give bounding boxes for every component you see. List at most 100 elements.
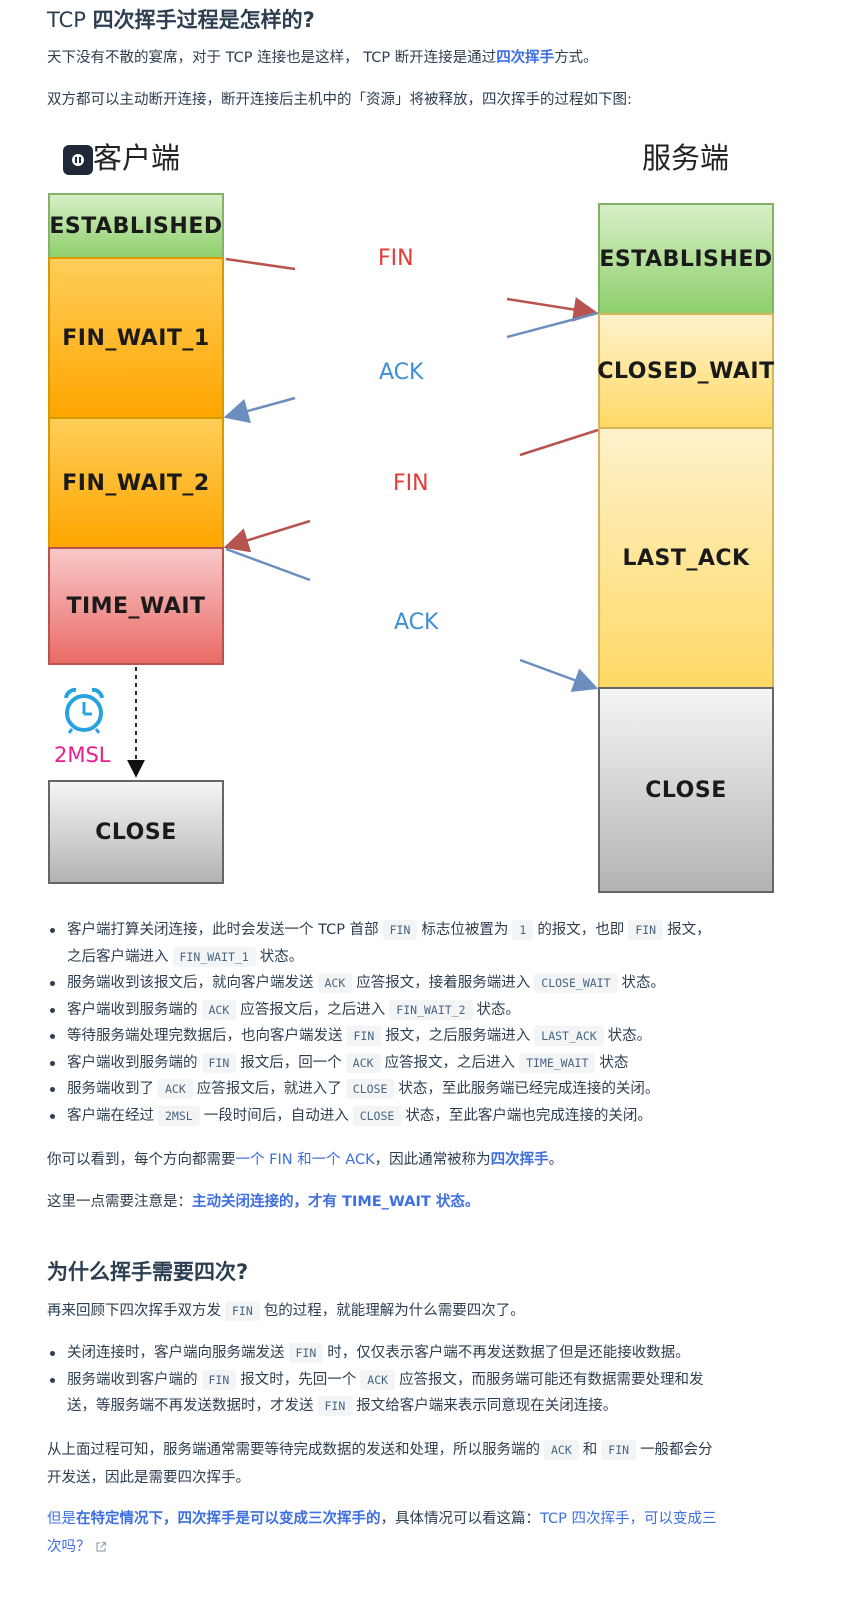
inline-code: TIME_WAIT [519,1052,596,1073]
inline-code: FIN [201,1052,237,1073]
server-state-established: ESTABLISHED [598,203,774,315]
summary-highlight: 四次挥手 [490,1152,549,1168]
reason-text: 报文给客户端来表示同意现在关闭连接。 [356,1398,618,1414]
four-way-handshake-diagram: 客户端 服务端 ESTABLISHED FIN_WAIT_1 FIN_WAIT_… [0,125,856,900]
inline-code: FIN [346,1026,382,1046]
ack-arrow-1-tail [506,311,599,339]
inline-code: FIN [382,920,418,940]
inline-code: CLOSE [345,1079,395,1099]
summary-paragraph-2: 这里一点需要注意是：主动关闭连接的，才有 TIME_WAIT 状态。 [47,1189,479,1215]
inline-code: 1 [512,920,534,940]
step-text: 之后客户端进入 [67,948,169,965]
para-text: 开发送，因此是需要四次挥手。 [47,1470,250,1486]
inline-code: FIN [288,1343,324,1363]
ack-arrow-1-head [223,396,296,424]
para-text: 包的过程，就能理解为什么需要四次了。 [263,1303,525,1319]
fin-arrow-1-tail [225,257,296,271]
inline-code: CLOSE_WAIT [534,973,618,993]
message-arrows [127,257,599,778]
para-text: 从上面过程可知，服务端通常需要等待完成数据的发送和处理，所以服务端的 [47,1442,540,1458]
fin-arrow-2-tail [519,428,599,457]
inline-code: ACK [345,1052,381,1073]
step-text: 客户端打算关闭连接，此时会发送一个 TCP 首部 [67,922,379,938]
message-label-fin-1: FIN [378,246,414,271]
timer-label: 2MSL [54,743,111,767]
summary-text: 这里一点需要注意是： [47,1194,192,1210]
summary-text: ，因此通常被称为 [374,1152,491,1168]
client-state-close: CLOSE [48,780,224,884]
message-label-ack-2: ACK [394,610,439,635]
reason-text: 送，等服务端不再发送数据时，才发送 [67,1398,314,1414]
reason-text: 应答报文，而服务端可能还有数据需要处理和发 [399,1371,704,1388]
inline-code: ACK [360,1369,396,1390]
step-text: 服务端收到该报文后，就向客户端发送 [67,975,314,991]
intro-paragraph: 天下没有不散的宴席，对于 TCP 连接也是这样， TCP 断开连接是通过四次挥手… [47,45,598,71]
intro-text: 天下没有不散的宴席，对于 TCP 连接也是这样， TCP 断开连接是通过 [47,50,497,66]
server-state-last-ack: LAST_ACK [598,427,774,689]
inline-code: FIN_WAIT_2 [389,999,473,1020]
section-title-1: TCP 四次挥手过程是怎样的? [47,4,315,34]
inline-code: ACK [544,1440,579,1460]
step-text: 应答报文，之后进入 [384,1054,516,1071]
step-text: 一段时间后，自动进入 [203,1107,349,1124]
inline-code: FIN_WAIT_1 [172,946,256,967]
fin-arrow-2-head [223,519,311,553]
para-text: 但是 [47,1511,76,1527]
intro-text-end: 方式。 [554,50,598,66]
step-text: 状态 [599,1054,629,1071]
inline-code: FIN [317,1396,353,1416]
inline-code: FIN [628,920,664,940]
section-title-2: 为什么挥手需要四次? [47,1260,249,1284]
assistant-bot-icon[interactable] [63,145,93,175]
inline-code: ACK [201,999,237,1020]
step-text: 客户端收到服务端的 [67,1001,198,1018]
step-text: 报文， [667,922,711,938]
client-state-fin-wait-1: FIN_WAIT_1 [48,257,224,419]
para-text: 一般都会分 [640,1442,713,1458]
ack-arrow-2-head [519,658,599,692]
step-text: 状态，至此服务端已经完成连接的关闭。 [398,1081,660,1097]
diagram-intro-paragraph: 双方都可以主动断开连接，断开连接后主机中的「资源」将被释放，四次挥手的过程如下图… [47,92,632,108]
message-label-fin-2: FIN [393,471,429,496]
step-text: 应答报文后，就进入了 [196,1081,342,1097]
inline-code: 2MSL [158,1105,200,1126]
summary-text: 你可以看到，每个方向都需要 [47,1152,236,1168]
step-text: 状态。 [259,948,304,965]
step-text: 客户端收到服务端的 [67,1054,198,1071]
para-highlight: 在特定情况下，四次挥手是可以变成三次挥手的 [76,1511,381,1527]
external-link-icon[interactable] [95,1541,107,1553]
step-text: 报文，之后服务端进入 [385,1028,531,1044]
summary-text: 。 [548,1152,564,1168]
para-text: 和 [582,1442,598,1458]
three-way-close-article-link-cont[interactable]: 次吗？ [47,1539,91,1555]
server-state-closed-wait: CLOSED_WAIT [597,313,774,429]
client-state-fin-wait-2: FIN_WAIT_2 [48,417,224,549]
client-state-established: ESTABLISHED [48,193,224,259]
three-way-close-article-link[interactable]: TCP 四次挥手，可以变成三 [540,1511,717,1527]
server-state-close: CLOSE [598,687,774,893]
inline-code: LAST_ACK [534,1026,604,1046]
bot-glyph-icon [72,154,84,166]
reason-text: 关闭连接时，客户端向服务端发送 [67,1345,285,1361]
step-text: 状态。 [607,1028,652,1044]
summary-highlight: 一个 FIN 和一个 ACK [235,1152,375,1168]
summary-paragraph-1: 你可以看到，每个方向都需要一个 FIN 和一个 ACK，因此通常被称为四次挥手。 [47,1147,563,1173]
step-text: 应答报文，接着服务端进入 [356,975,531,991]
step-text: 状态。 [476,1001,521,1018]
para-text: 再来回顾下四次挥手双方发 [47,1303,221,1319]
reason-text: 服务端收到客户端的 [67,1371,198,1388]
inline-code: CLOSE [352,1105,402,1126]
step-text: 客户端在经过 [67,1107,154,1124]
four-way-handshake-link[interactable]: 四次挥手 [496,50,555,66]
server-title: 服务端 [642,141,730,175]
step-text: 标志位被置为 [421,922,509,938]
